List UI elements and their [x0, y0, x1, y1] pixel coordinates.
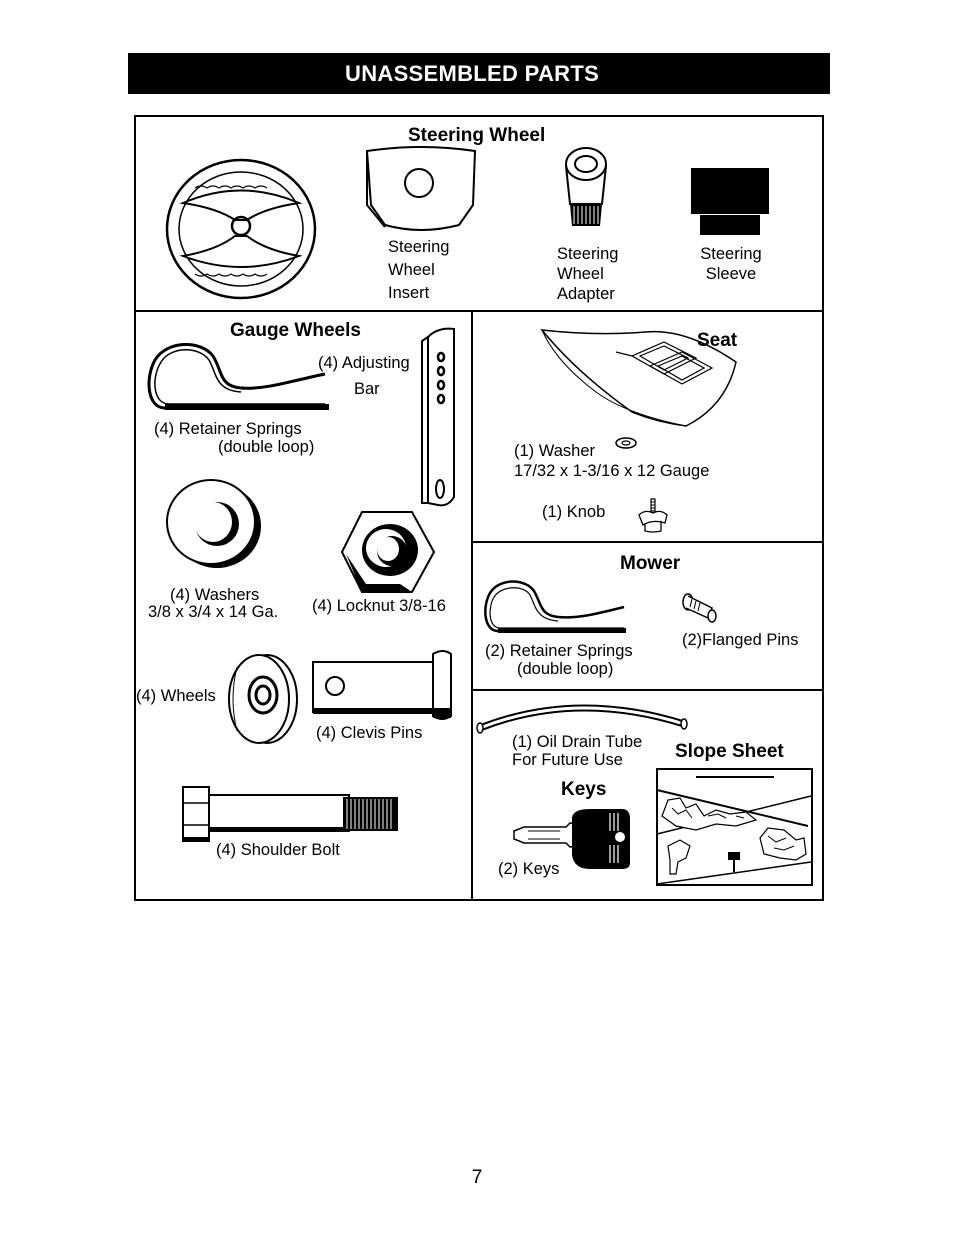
oil-tube-label-2: For Future Use: [512, 751, 623, 769]
wheel-icon: [228, 654, 298, 744]
steering-wheel-icon: [165, 158, 317, 300]
gauge-wheels-header: Gauge Wheels: [230, 320, 361, 341]
locknut-icon: [340, 511, 436, 593]
page-number: 7: [471, 1167, 483, 1188]
locknut-label: (4) Locknut 3/8-16: [312, 597, 446, 615]
mower-retainer-label-1: (2) Retainer Springs: [485, 642, 633, 660]
adapter-label-1: Steering: [557, 245, 619, 263]
shoulder-bolt-label: (4) Shoulder Bolt: [216, 841, 340, 859]
shoulder-bolt-icon: [182, 786, 398, 842]
page-title: UNASSEMBLED PARTS: [128, 53, 830, 94]
washers-label-2: 3/8 x 3/4 x 14 Ga.: [148, 603, 279, 621]
gauge-retainer-label-2: (double loop): [218, 438, 315, 456]
slope-sheet-icon: [656, 768, 813, 886]
seat-header: Seat: [697, 330, 738, 351]
steering-wheel-header: Steering Wheel: [408, 125, 546, 146]
keys-label: (2) Keys: [498, 860, 560, 878]
washer-icon: [166, 479, 261, 568]
insert-label-3: Insert: [388, 284, 430, 302]
divider-center: [471, 310, 473, 901]
knob-label: (1) Knob: [542, 503, 606, 521]
sleeve-label-2: Sleeve: [705, 265, 757, 283]
adapter-label-3: Adapter: [557, 285, 615, 303]
steering-sleeve-icon: [691, 168, 769, 235]
flanged-pin-icon: [682, 593, 717, 623]
adjusting-bar-label-2: Bar: [354, 380, 380, 398]
slope-sheet-header: Slope Sheet: [675, 741, 784, 762]
steering-wheel-insert-icon: [365, 146, 477, 231]
washers-label-1: (4) Washers: [170, 586, 260, 604]
adapter-label-2: Wheel: [557, 265, 604, 283]
adjusting-bar-label-1: (4) Adjusting: [318, 354, 410, 372]
parts-frame: [134, 115, 824, 901]
mower-retainer-spring-icon: [484, 580, 626, 633]
keys-header: Keys: [561, 779, 607, 800]
adjusting-bar-icon: [421, 327, 455, 507]
divider-seat-mower: [471, 541, 824, 543]
clevis-pin-icon: [312, 650, 452, 720]
seat-washer-label-1: (1) Washer: [514, 442, 595, 460]
flanged-pins-label: (2)Flanged Pins: [682, 631, 799, 649]
divider-steering: [134, 310, 824, 312]
gauge-retainer-label-1: (4) Retainer Springs: [154, 420, 302, 438]
insert-label-1: Steering: [388, 238, 450, 256]
oil-drain-tube-icon: [476, 704, 688, 734]
divider-mower-misc: [471, 689, 824, 691]
key-icon: [513, 809, 630, 869]
knob-icon: [638, 498, 668, 533]
sleeve-label-1: Steering: [700, 245, 762, 263]
seat-washer-label-2: 17/32 x 1-3/16 x 12 Gauge: [514, 462, 710, 480]
small-washer-icon: [615, 437, 637, 449]
seat-icon: [540, 329, 737, 427]
insert-label-2: Wheel: [388, 261, 435, 279]
wheels-label: (4) Wheels: [136, 687, 216, 705]
mower-header: Mower: [620, 553, 681, 574]
clevis-pins-label: (4) Clevis Pins: [316, 724, 423, 742]
retainer-spring-icon: [147, 343, 329, 410]
oil-tube-label-1: (1) Oil Drain Tube: [512, 733, 643, 751]
mower-retainer-label-2: (double loop): [517, 660, 614, 678]
steering-wheel-adapter-icon: [565, 147, 607, 226]
